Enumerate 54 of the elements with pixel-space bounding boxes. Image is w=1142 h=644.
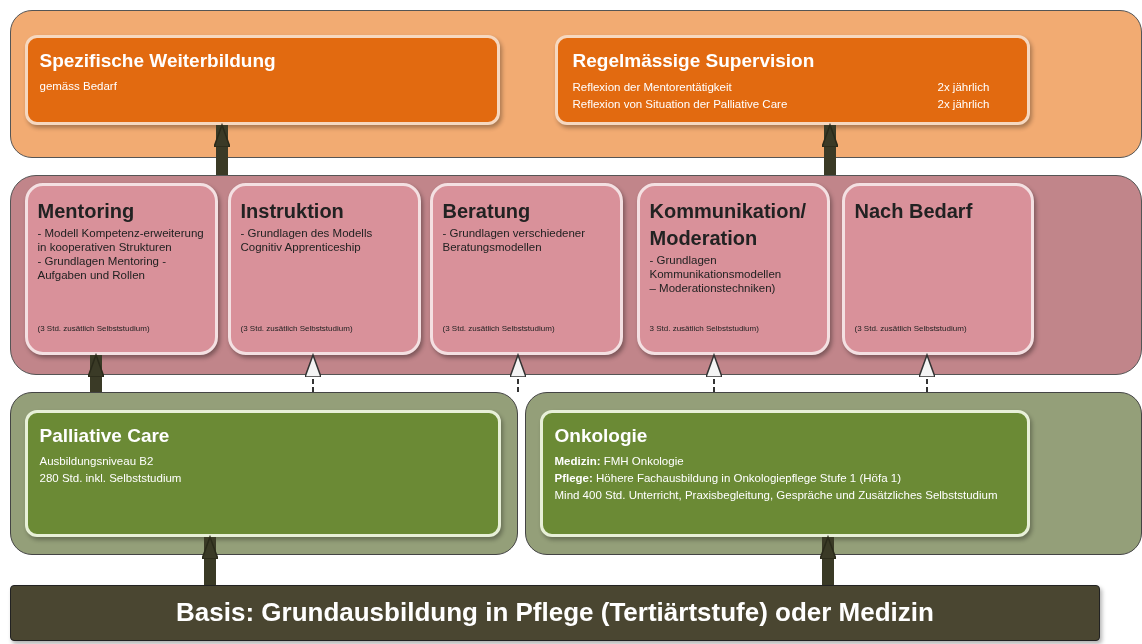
footnote: (3 Std. zusätlich Selbststudium): [37, 323, 151, 334]
base-bar: [10, 585, 1100, 641]
box-heading: Nach Bedarf: [854, 198, 974, 224]
topic-box: [24, 409, 501, 537]
box-text: - Grundlagen des Modells Cognitiv Apprenticeship: [240, 225, 374, 254]
box-heading: Basis: Grundausbildung in Pflege (Tertiärtstufe) oder Medizin: [175, 597, 935, 628]
topic-box: [841, 182, 1034, 355]
box-heading: Mentoring: [37, 198, 136, 224]
topic-box: [539, 409, 1030, 537]
arrow: [918, 354, 936, 393]
box-text: Ausbildungsniveau B2: [39, 453, 155, 469]
box-text: gemäss Bedarf: [39, 78, 118, 94]
box-text: – Moderationstechniken): [649, 280, 777, 295]
level-band: [10, 175, 1142, 375]
box-text: 280 Std. inkl. Selbststudium: [39, 470, 183, 486]
box-text: Mind 400 Std. Unterricht, Praxisbegleitung, Gespräche und Zusätzliches Selbststudium: [554, 487, 999, 503]
box-text: Pflege: Höhere Fachausbildung in Onkologiepflege Stufe 1 (Höfa 1): [554, 470, 902, 486]
box-text: - Grundlagen Kommunikationsmodellen: [649, 252, 783, 281]
box-heading: Onkologie: [554, 424, 649, 447]
topic-box: [554, 34, 1030, 125]
box-heading: Spezifische Weiterbildung: [39, 49, 277, 72]
box-text: - Grundlagen Mentoring - Aufgaben und Rollen: [37, 253, 167, 282]
box-heading: Kommunikation/ Moderation: [649, 198, 808, 251]
frequency-text: 2x jährlich: [937, 96, 990, 111]
box-text: - Grundlagen verschiedener Beratungsmodellen: [442, 225, 587, 254]
level-band: [10, 392, 518, 555]
level-band: [525, 392, 1142, 555]
topic-box: [227, 182, 421, 355]
topic-box: [429, 182, 623, 355]
box-text: Medizin: FMH Onkologie: [554, 453, 685, 469]
arrow: [821, 124, 839, 175]
arrow: [87, 354, 105, 392]
box-text: Reflexion von Situation der Palliative Care: [572, 96, 788, 111]
arrow: [509, 354, 527, 393]
level-band: [10, 10, 1142, 158]
box-text: - Modell Kompetenz-erweiterung in kooperativen Strukturen: [37, 225, 205, 254]
frequency-text: 2x jährlich: [937, 79, 990, 94]
footnote: (3 Std. zusätlich Selbststudium): [854, 323, 968, 334]
footnote: (3 Std. zusätlich Selbststudium): [240, 323, 354, 334]
topic-box: [24, 34, 500, 125]
box-heading: Beratung: [442, 198, 532, 224]
footnote: (3 Std. zusätlich Selbststudium): [442, 323, 556, 334]
box-heading: Regelmässige Supervision: [572, 49, 815, 72]
footnote: 3 Std. zusätlich Selbststudium): [649, 323, 760, 334]
arrow: [304, 354, 322, 393]
box-heading: Palliative Care: [39, 424, 171, 447]
box-text: Reflexion der Mentorentätigkeit: [572, 79, 732, 94]
arrow: [201, 536, 219, 585]
box-heading: Instruktion: [240, 198, 345, 224]
topic-box: [636, 182, 830, 355]
topic-box: [24, 182, 218, 355]
arrow: [819, 536, 837, 585]
arrow: [705, 354, 723, 393]
arrow: [213, 124, 231, 175]
